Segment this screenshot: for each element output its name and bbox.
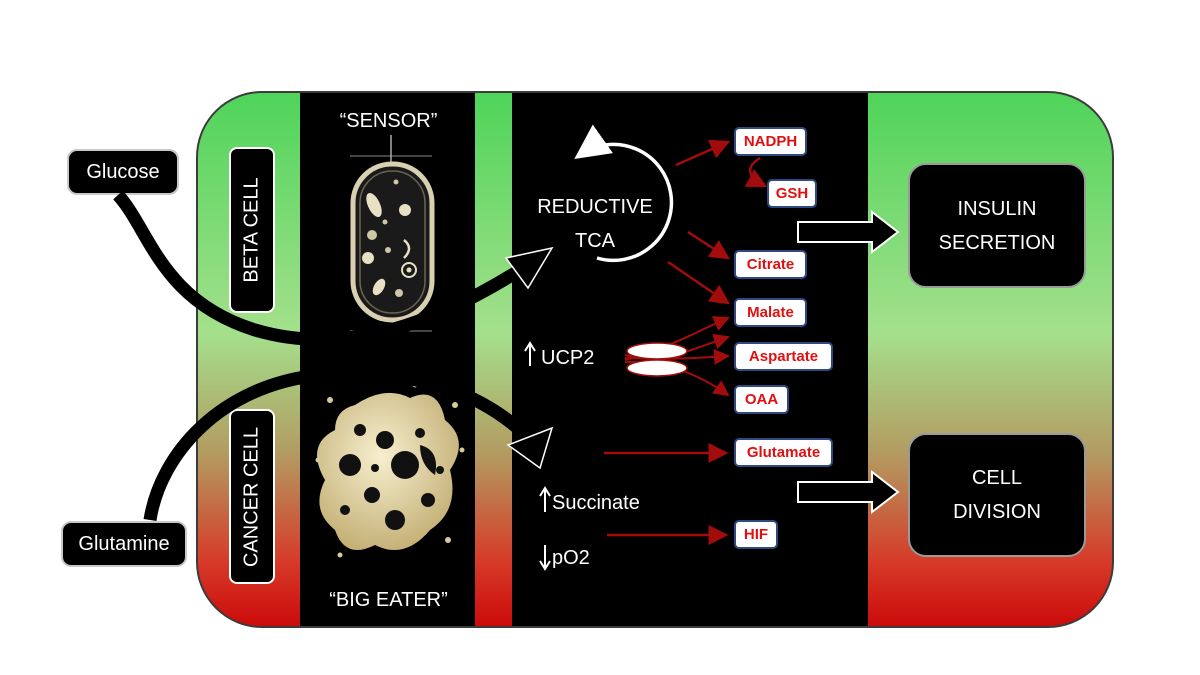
- hif-box: HIF: [734, 520, 778, 549]
- cancer-cell-illustration: [315, 382, 465, 558]
- insulin-secretion-line1: INSULIN: [957, 197, 1037, 220]
- succinate-label: Succinate: [552, 492, 640, 514]
- malate-box: Malate: [734, 298, 807, 327]
- tca-to-malate-arrow: [667, 260, 731, 305]
- glucose-flow-arrow: [113, 190, 554, 346]
- glutamine-flow-arrow: [143, 367, 554, 522]
- aspartate-box: Aspartate: [734, 342, 833, 371]
- citrate-box: Citrate: [734, 250, 807, 279]
- po2-label: pO2: [552, 547, 590, 569]
- nadph-to-gsh-arrow: [744, 156, 768, 188]
- sensor-caption: “SENSOR”: [339, 110, 438, 132]
- nadph-box: NADPH: [734, 127, 807, 156]
- insulin-secretion-line2: SECRETION: [938, 231, 1056, 254]
- glutamate-box: Glutamate: [734, 438, 833, 467]
- cancer-cell-label: CANCER CELL: [229, 409, 275, 584]
- to-cell-division-arrow: [797, 469, 900, 515]
- beta-cell-illustration: [350, 135, 435, 332]
- beta-cell-label: BETA CELL: [229, 147, 275, 313]
- reductive-tca-label-line2: TCA: [575, 230, 615, 252]
- tca-to-nadph-arrow: [675, 139, 731, 167]
- insulin-secretion-box: INSULIN SECRETION: [908, 163, 1086, 288]
- oaa-box: OAA: [734, 385, 789, 414]
- glutamine-input-box: Glutamine: [61, 521, 187, 567]
- succinate-up-arrow: [539, 486, 551, 512]
- ucp2-transporter-icon: [524, 316, 730, 397]
- to-insulin-secretion-arrow: [797, 209, 900, 255]
- big-eater-caption: “BIG EATER”: [329, 589, 448, 611]
- po2-down-arrow: [539, 545, 551, 571]
- cell-division-line2: DIVISION: [953, 501, 1041, 523]
- cell-division-box: CELL DIVISION: [908, 433, 1086, 557]
- cell-division-line1: CELL: [971, 467, 1023, 489]
- reductive-tca-label-line1: REDUCTIVE: [537, 196, 653, 218]
- ucp2-label: UCP2: [541, 347, 595, 369]
- tca-to-citrate-arrow: [687, 230, 731, 260]
- tca-cycle-arrow: [574, 124, 674, 263]
- gsh-box: GSH: [767, 179, 817, 208]
